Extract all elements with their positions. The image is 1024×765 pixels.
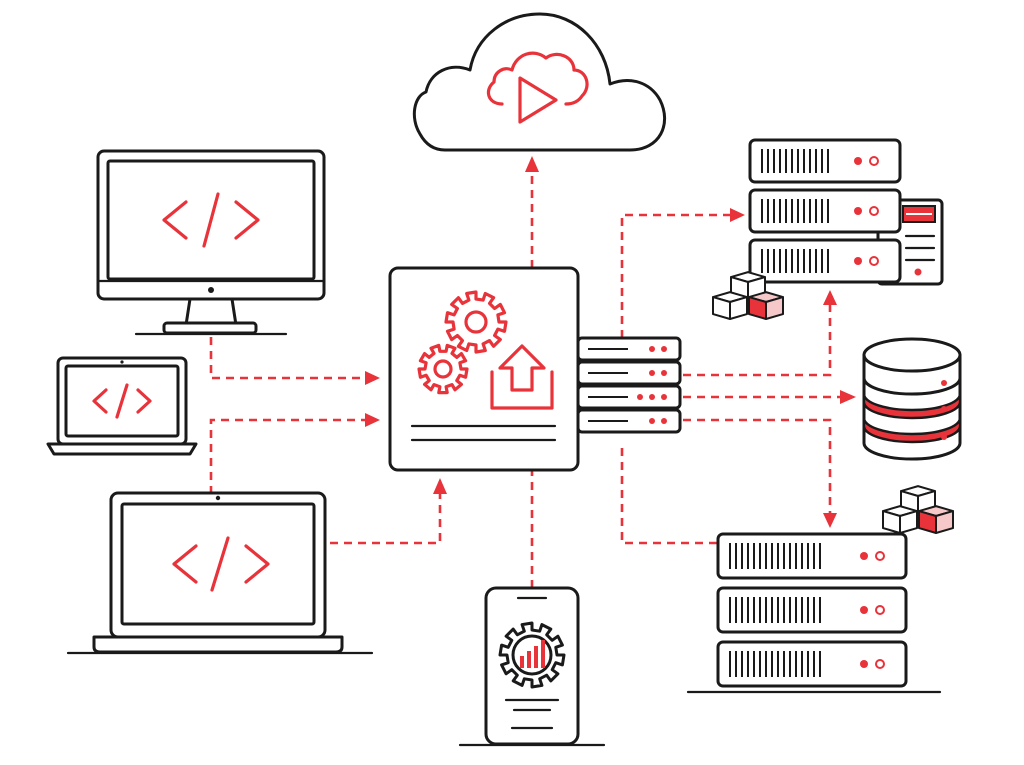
- server-unit: [748, 138, 902, 184]
- arrowhead-icon: [365, 413, 380, 427]
- gear-upload-panel-icon: [388, 266, 580, 472]
- connector-hub-server-top: [620, 213, 730, 338]
- connector-desktop-hub: [209, 337, 366, 380]
- play-icon: [518, 76, 558, 124]
- connector-hub-server-bottom: [683, 418, 832, 513]
- connectors: [209, 156, 856, 588]
- arrowhead-icon: [433, 478, 447, 494]
- laptop-code-icon: [46, 356, 198, 456]
- database-icon: [862, 337, 962, 461]
- cloud-outline-icon: [486, 51, 589, 106]
- server-rack-icon: [576, 336, 682, 434]
- connector-laptop-hub-bottom: [330, 494, 442, 545]
- server-stack-icon: [748, 138, 944, 286]
- arrowhead-icon: [730, 208, 745, 222]
- arrowhead-icon: [840, 390, 856, 404]
- arrowhead-icon: [365, 371, 380, 385]
- code-brackets-icon: [162, 192, 260, 248]
- server-unit: [748, 188, 902, 234]
- cloud-play-icon: [412, 12, 666, 152]
- connector-hub-server-bottom-left: [620, 448, 718, 545]
- connector-laptop-hub: [209, 418, 366, 494]
- server-unit: [716, 532, 908, 580]
- arrowhead-icon: [525, 156, 539, 172]
- gear-icon: [417, 343, 469, 395]
- code-brackets-icon: [172, 536, 270, 592]
- cubes-icon: [712, 271, 784, 320]
- code-brackets-icon: [92, 383, 152, 419]
- arrowhead-icon: [823, 513, 837, 528]
- phone-settings-icon: [458, 586, 606, 747]
- server-unit: [716, 640, 908, 688]
- server-stack-icon: [686, 532, 942, 694]
- gear-icon: [444, 290, 508, 354]
- server-unit: [716, 586, 908, 634]
- laptop-code-icon: [66, 491, 374, 655]
- upload-icon: [490, 344, 554, 410]
- server-unit: [748, 238, 902, 284]
- cubes-icon: [882, 485, 954, 534]
- connector-hub-server-top-bottom: [683, 305, 832, 377]
- arrowhead-icon: [823, 290, 837, 305]
- desktop-code-icon: [96, 149, 326, 336]
- bar-chart-icon: [520, 640, 545, 668]
